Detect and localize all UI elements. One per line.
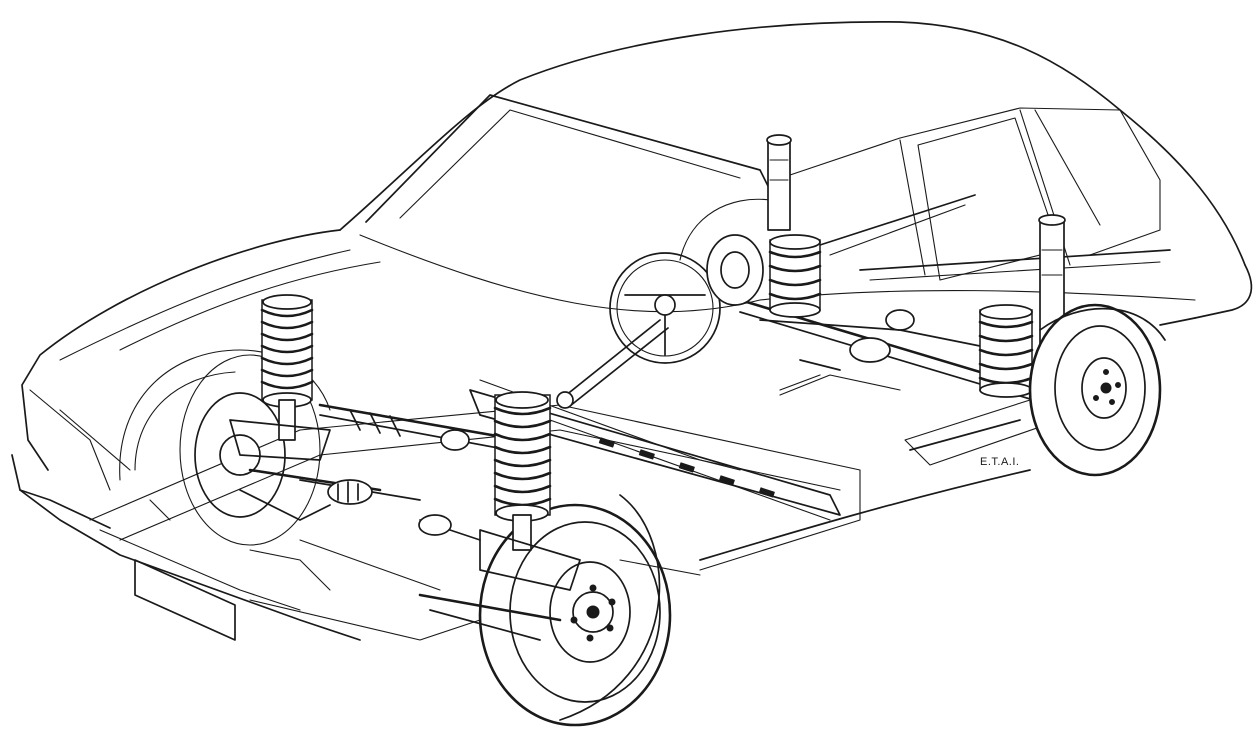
front-left-strut [229,294,382,521]
steering-column [556,319,669,409]
exhaust-line [149,374,901,591]
car-body [11,21,1253,641]
rear-left-spring [768,234,822,318]
rear-right-spring [978,304,1034,398]
front-right-strut [418,391,581,641]
steering-wheel [609,252,721,364]
illustrator-credit: E.T.A.I. [980,456,1020,468]
rear-right-wheel [1028,303,1166,477]
rear-left-shock [766,134,792,231]
rear-left-drum [706,234,764,306]
steering-rack [299,403,522,505]
